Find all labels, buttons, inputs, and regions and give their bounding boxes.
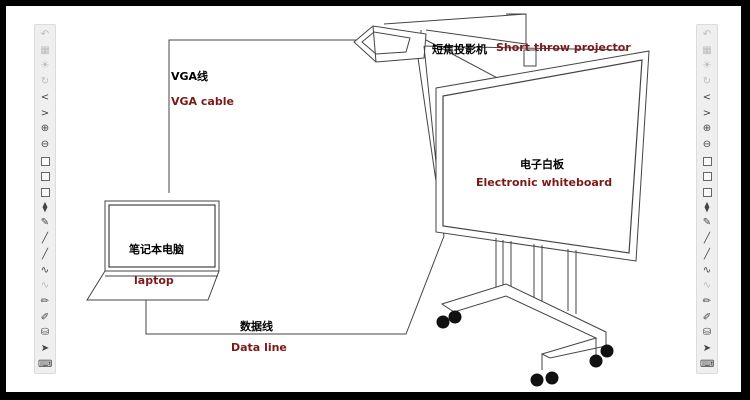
whiteboard [435,50,650,262]
sun-icon[interactable]: ☀ [702,60,712,72]
whiteboard-stand [440,238,607,370]
projector-label-cn: 短焦投影机 [432,43,487,56]
next-icon[interactable]: > [702,107,712,119]
caster-wheel [448,310,462,324]
marker-icon[interactable]: ✎ [702,217,712,229]
zoom-out-icon[interactable]: ⊖ [40,138,50,150]
data-line [145,235,445,335]
right-toolbar: ↶ ▦ ☀ ↻ < > ⊕ ⊖ ⧫ ✎ ╱ ╱ ∿ ∿ ✏ ✐ ⛁ ➤ ⌨ [696,24,718,374]
pencil-icon[interactable]: ✏ [40,295,50,307]
projector [353,25,427,63]
cursor-icon[interactable]: ➤ [40,343,50,354]
grid-icon[interactable]: ▦ [40,44,50,56]
square-icon[interactable] [700,169,714,183]
wave-icon[interactable]: ∿ [702,264,712,276]
square-icon[interactable] [38,154,52,168]
caster-wheel [436,315,450,329]
caster-wheel [600,344,614,358]
line-icon[interactable]: ╱ [703,248,711,260]
square-icon[interactable] [700,185,714,199]
canvas-frame: ↶ ▦ ☀ ↻ < > ⊕ ⊖ ⧫ ✎ ╱ ╱ ∿ ∿ ✏ ✐ ⛁ ➤ ⌨ ↶ ▦ ☀ ↻ < > ⊕ ⊖ ⧫ ✎ ╱ ╱ ∿ ∿ ✏ ✐ ⛁ ➤ ⌨ [6,6,741,392]
laptop-label-cn: 笔记本电脑 [129,243,184,256]
pen-icon[interactable]: ╱ [41,233,49,245]
bucket-icon[interactable]: ⛁ [40,327,50,339]
square-icon[interactable] [38,185,52,199]
vga-cable-label-en: VGA cable [171,95,234,108]
eraser-icon[interactable]: ⧫ [704,201,710,213]
vga-cable [168,39,358,193]
wave-icon[interactable]: ∿ [702,280,712,292]
prev-icon[interactable]: < [702,91,712,103]
square-icon[interactable] [38,169,52,183]
pen-icon[interactable]: ╱ [703,233,711,245]
zoom-in-icon[interactable]: ⊕ [702,123,712,135]
zoom-out-icon[interactable]: ⊖ [702,138,712,150]
pencil-icon[interactable]: ✏ [702,295,712,307]
refresh-icon[interactable]: ↻ [40,76,50,88]
keyboard-icon[interactable]: ⌨ [38,358,53,370]
next-icon[interactable]: > [40,107,50,119]
line-icon[interactable]: ╱ [41,248,49,260]
data-line-label-cn: 数据线 [240,320,273,333]
undo-icon[interactable]: ↶ [702,29,712,40]
wave-icon[interactable]: ∿ [40,280,50,292]
data-line-label-en: Data line [231,341,287,354]
brush-icon[interactable]: ✐ [702,311,712,323]
cursor-icon[interactable]: ➤ [702,343,712,354]
sun-icon[interactable]: ☀ [40,60,50,72]
brush-icon[interactable]: ✐ [40,311,50,323]
laptop [86,200,220,301]
caster-wheel [589,354,603,368]
marker-icon[interactable]: ✎ [40,217,50,229]
caster-wheel [545,371,559,385]
keyboard-icon[interactable]: ⌨ [700,358,715,370]
prev-icon[interactable]: < [40,91,50,103]
whiteboard-label-cn: 电子白板 [520,158,564,171]
wave-icon[interactable]: ∿ [40,264,50,276]
caster-wheels [436,310,614,387]
whiteboard-label-en: Electronic whiteboard [476,176,613,189]
laptop-label-en: laptop [134,274,174,287]
refresh-icon[interactable]: ↻ [702,76,712,88]
left-toolbar: ↶ ▦ ☀ ↻ < > ⊕ ⊖ ⧫ ✎ ╱ ╱ ∿ ∿ ✏ ✐ ⛁ ➤ ⌨ [34,24,56,374]
caster-wheel [530,373,544,387]
square-icon[interactable] [700,154,714,168]
grid-icon[interactable]: ▦ [702,44,712,56]
eraser-icon[interactable]: ⧫ [42,201,48,213]
vga-cable-label-cn: VGA线 [171,70,209,83]
undo-icon[interactable]: ↶ [40,29,50,40]
zoom-in-icon[interactable]: ⊕ [40,123,50,135]
projector-label-en: Short throw projector [496,41,631,54]
bucket-icon[interactable]: ⛁ [702,327,712,339]
setup-diagram [86,13,650,387]
